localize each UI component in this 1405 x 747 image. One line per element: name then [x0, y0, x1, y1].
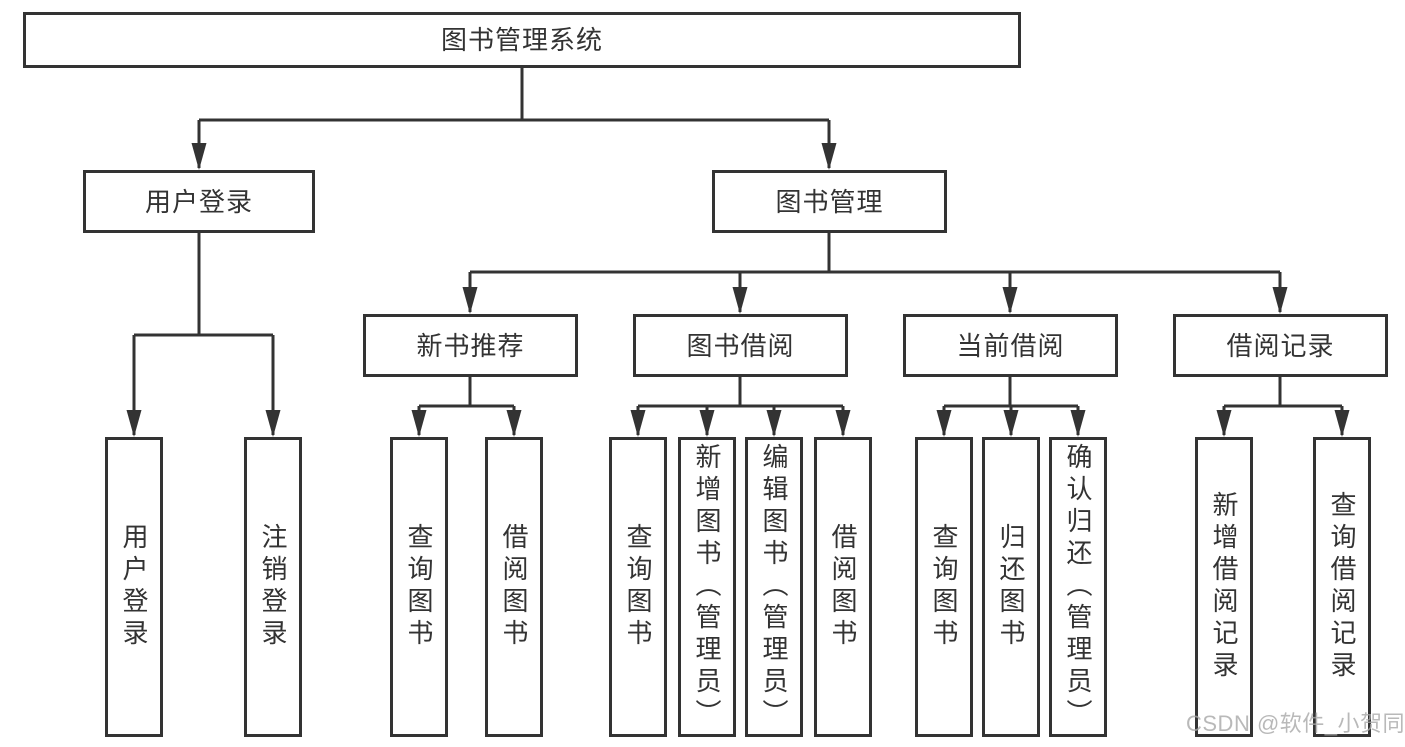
leaf-label: 确认归还（管理员） [1063, 443, 1093, 731]
leaf-borrow-books: 借阅图书 [814, 437, 872, 737]
arrowhead-icon [630, 410, 646, 437]
arrowhead-icon [699, 410, 715, 437]
node-label: 新书推荐 [416, 330, 525, 361]
leaf-edit-books-admin: 编辑图书（管理员） [745, 437, 803, 737]
node-new-book-recommend: 新书推荐 [363, 314, 578, 377]
arrowhead-icon [1216, 410, 1232, 437]
arrowhead-icon [1003, 410, 1019, 437]
arrowhead-icon [1272, 287, 1288, 314]
arrowhead-icon [1070, 410, 1086, 437]
node-label: 用户登录 [144, 186, 253, 217]
node-user-login: 用户登录 [83, 170, 315, 233]
node-label: 借阅记录 [1226, 330, 1335, 361]
connector [197, 68, 831, 168]
arrowhead-icon [411, 410, 427, 437]
leaf-label: 借阅图书 [499, 523, 529, 651]
arrowhead-icon [265, 410, 281, 437]
leaf-confirm-return-admin: 确认归还（管理员） [1049, 437, 1107, 737]
csdn-watermark: CSDN @软件_小贺同学 [1186, 711, 1405, 736]
arrowhead-icon [126, 410, 142, 437]
arrowhead-icon [191, 143, 207, 170]
leaf-add-borrow-record: 新增借阅记录 [1195, 437, 1253, 737]
node-book-borrowing: 图书借阅 [633, 314, 848, 377]
connector [417, 377, 516, 435]
node-library-system: 图书管理系统 [23, 12, 1021, 68]
leaf-label: 新增图书（管理员） [692, 443, 722, 731]
arrowhead-icon [766, 410, 782, 437]
leaf-return-books: 归还图书 [982, 437, 1040, 737]
leaf-label: 注销登录 [258, 523, 288, 651]
arrowhead-icon [835, 410, 851, 437]
leaf-label: 新增借阅记录 [1209, 491, 1239, 683]
connector [636, 377, 845, 435]
node-book-management: 图书管理 [712, 170, 947, 233]
arrowhead-icon [821, 143, 837, 170]
arrowhead-icon [506, 410, 522, 437]
leaf-label: 归还图书 [996, 523, 1026, 651]
connector [468, 233, 1282, 312]
leaf-user-login: 用户登录 [105, 437, 163, 737]
node-borrow-records: 借阅记录 [1173, 314, 1388, 377]
leaf-label: 查询图书 [623, 523, 653, 651]
node-current-borrowing: 当前借阅 [903, 314, 1118, 377]
leaf-label: 查询借阅记录 [1327, 491, 1357, 683]
arrowhead-icon [1002, 287, 1018, 314]
leaf-query-books-recommend: 查询图书 [390, 437, 448, 737]
connector [132, 233, 275, 435]
node-label: 图书借阅 [686, 330, 795, 361]
arrowhead-icon [936, 410, 952, 437]
arrowhead-icon [732, 287, 748, 314]
leaf-query-borrow-record: 查询借阅记录 [1313, 437, 1371, 737]
leaf-label: 查询图书 [929, 523, 959, 651]
node-label: 当前借阅 [956, 330, 1065, 361]
leaf-query-books-borrowing: 查询图书 [609, 437, 667, 737]
arrowhead-icon [462, 287, 478, 314]
leaf-label: 借阅图书 [828, 523, 858, 651]
leaf-label: 编辑图书（管理员） [759, 443, 789, 731]
leaf-query-books-current: 查询图书 [915, 437, 973, 737]
arrowheads [126, 143, 1350, 437]
leaf-add-books-admin: 新增图书（管理员） [678, 437, 736, 737]
arrowhead-icon [1334, 410, 1350, 437]
node-label: 图书管理系统 [440, 25, 603, 55]
leaf-label: 用户登录 [119, 523, 149, 651]
connector [1222, 377, 1344, 435]
leaf-label: 查询图书 [404, 523, 434, 651]
connector-lines [132, 68, 1344, 435]
leaf-logout: 注销登录 [244, 437, 302, 737]
leaf-borrow-books-recommend: 借阅图书 [485, 437, 543, 737]
node-label: 图书管理 [775, 186, 884, 217]
